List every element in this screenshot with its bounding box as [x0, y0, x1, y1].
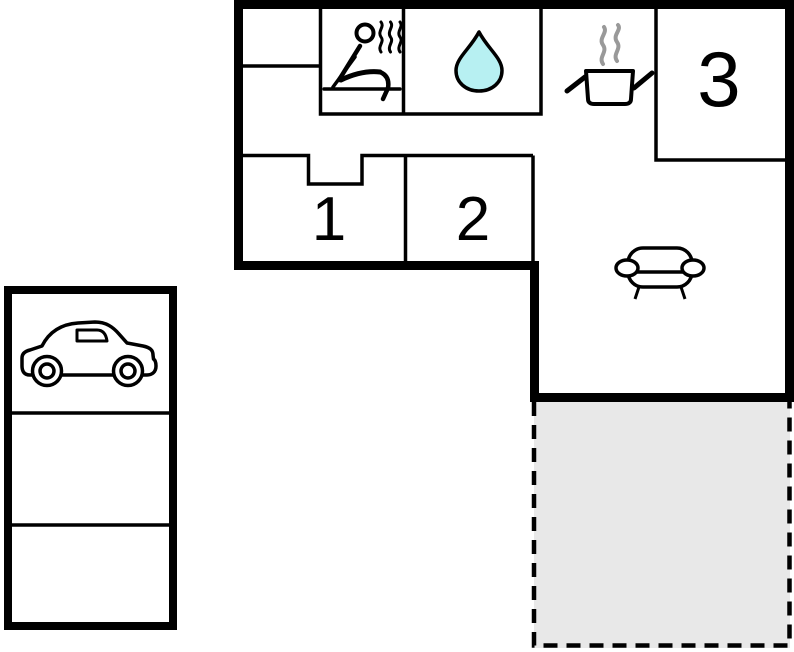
car-rear-hub	[38, 362, 56, 380]
building-interior-walls	[243, 9, 789, 261]
water-drop-shape	[454, 30, 504, 93]
bedroom-top-wall-with-notch	[243, 153, 533, 186]
sofa-legs	[633, 286, 687, 300]
car-icon	[20, 320, 158, 388]
pot-left-handle	[564, 74, 588, 94]
sauna-person-leg	[377, 69, 391, 102]
building-exterior-walls	[234, 0, 794, 402]
sauna-steam-lines	[378, 20, 403, 54]
sauna-person-arm	[331, 55, 357, 89]
carport-section-dividers	[12, 411, 169, 527]
terrace-fill	[534, 400, 790, 648]
terrace-dashed-border	[531, 402, 792, 648]
bedroom-2-label: 2	[456, 185, 490, 254]
pot-body	[584, 69, 635, 106]
sauna-person-icon	[322, 20, 403, 102]
bedroom3-walls	[654, 9, 789, 162]
cooking-pot-icon	[564, 23, 655, 106]
exterior-wall-outline	[234, 0, 794, 402]
pot-right-handle	[631, 70, 655, 91]
sauna-person-head	[354, 22, 376, 44]
sauna-person-thigh	[338, 69, 383, 83]
sofa-right-armrest	[680, 258, 706, 278]
bedroom-3-label: 3	[697, 35, 740, 123]
car-window	[75, 328, 109, 343]
sauna-bathroom-walls	[318, 9, 543, 116]
pot-steam-lines	[599, 23, 621, 66]
carport	[4, 286, 177, 630]
terrace-area	[531, 400, 792, 648]
bedroom-1-label: 1	[312, 185, 346, 254]
sofa-icon	[614, 246, 706, 300]
water-drop-icon	[454, 30, 504, 93]
car-front-hub	[119, 362, 137, 380]
sofa-left-armrest	[614, 258, 640, 278]
